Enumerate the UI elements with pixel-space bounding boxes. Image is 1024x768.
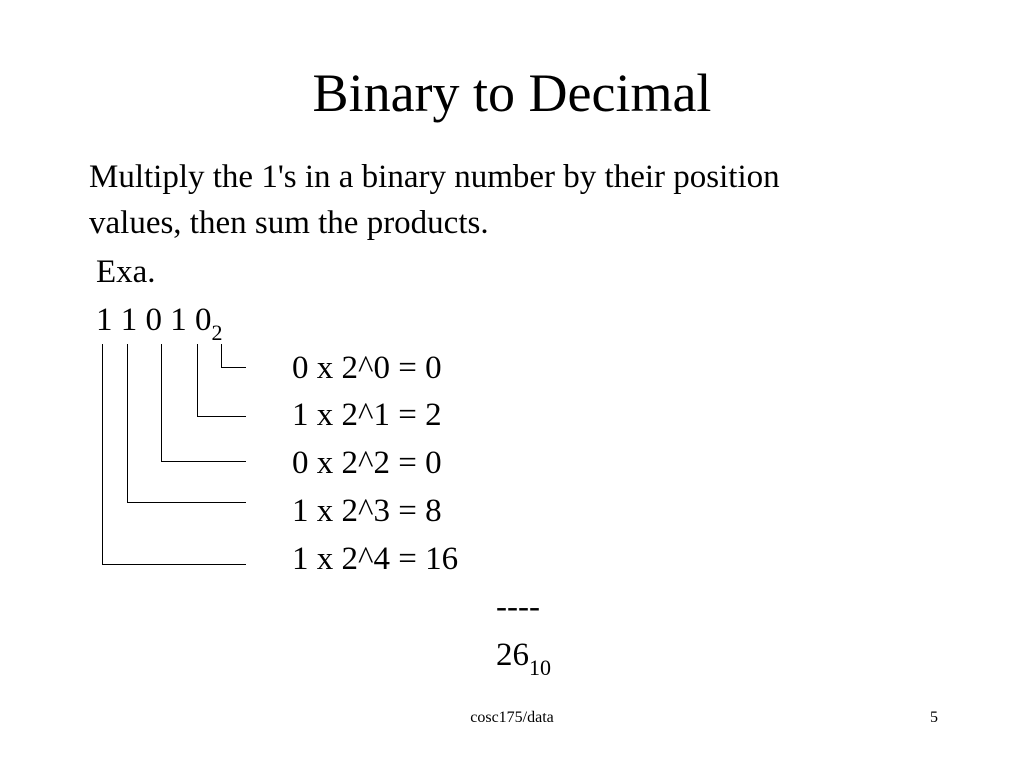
slide-title: Binary to Decimal (312, 63, 712, 123)
sum-separator: ---- (496, 589, 540, 625)
connector-bit-0 (221, 344, 246, 368)
connector-bit-1 (197, 344, 246, 417)
calc-row-0: 0 x 2^0 = 0 (292, 350, 442, 386)
binary-digits: 1 1 0 1 0 (96, 302, 212, 338)
binary-number: 1 1 0 1 02 (96, 298, 223, 345)
intro-line-1: Multiply the 1's in a binary number by t… (89, 159, 780, 195)
calc-row-2: 0 x 2^2 = 0 (292, 445, 442, 481)
result: 2610 (496, 633, 551, 680)
connector-bit-2 (161, 344, 246, 462)
calc-row-4: 1 x 2^4 = 16 (292, 541, 459, 577)
binary-base-subscript: 2 (211, 320, 223, 345)
footer-page-number: 5 (930, 709, 938, 726)
connector-bit-4 (102, 344, 246, 565)
intro-line-2: values, then sum the products. (89, 205, 489, 241)
connector-bit-3 (127, 344, 246, 503)
calc-row-1: 1 x 2^1 = 2 (292, 397, 442, 433)
result-value: 26 (496, 637, 529, 673)
result-base-subscript: 10 (529, 655, 551, 680)
calc-row-3: 1 x 2^3 = 8 (292, 493, 442, 529)
footer-course: cosc175/data (470, 709, 554, 726)
example-label: Exa. (96, 254, 156, 290)
